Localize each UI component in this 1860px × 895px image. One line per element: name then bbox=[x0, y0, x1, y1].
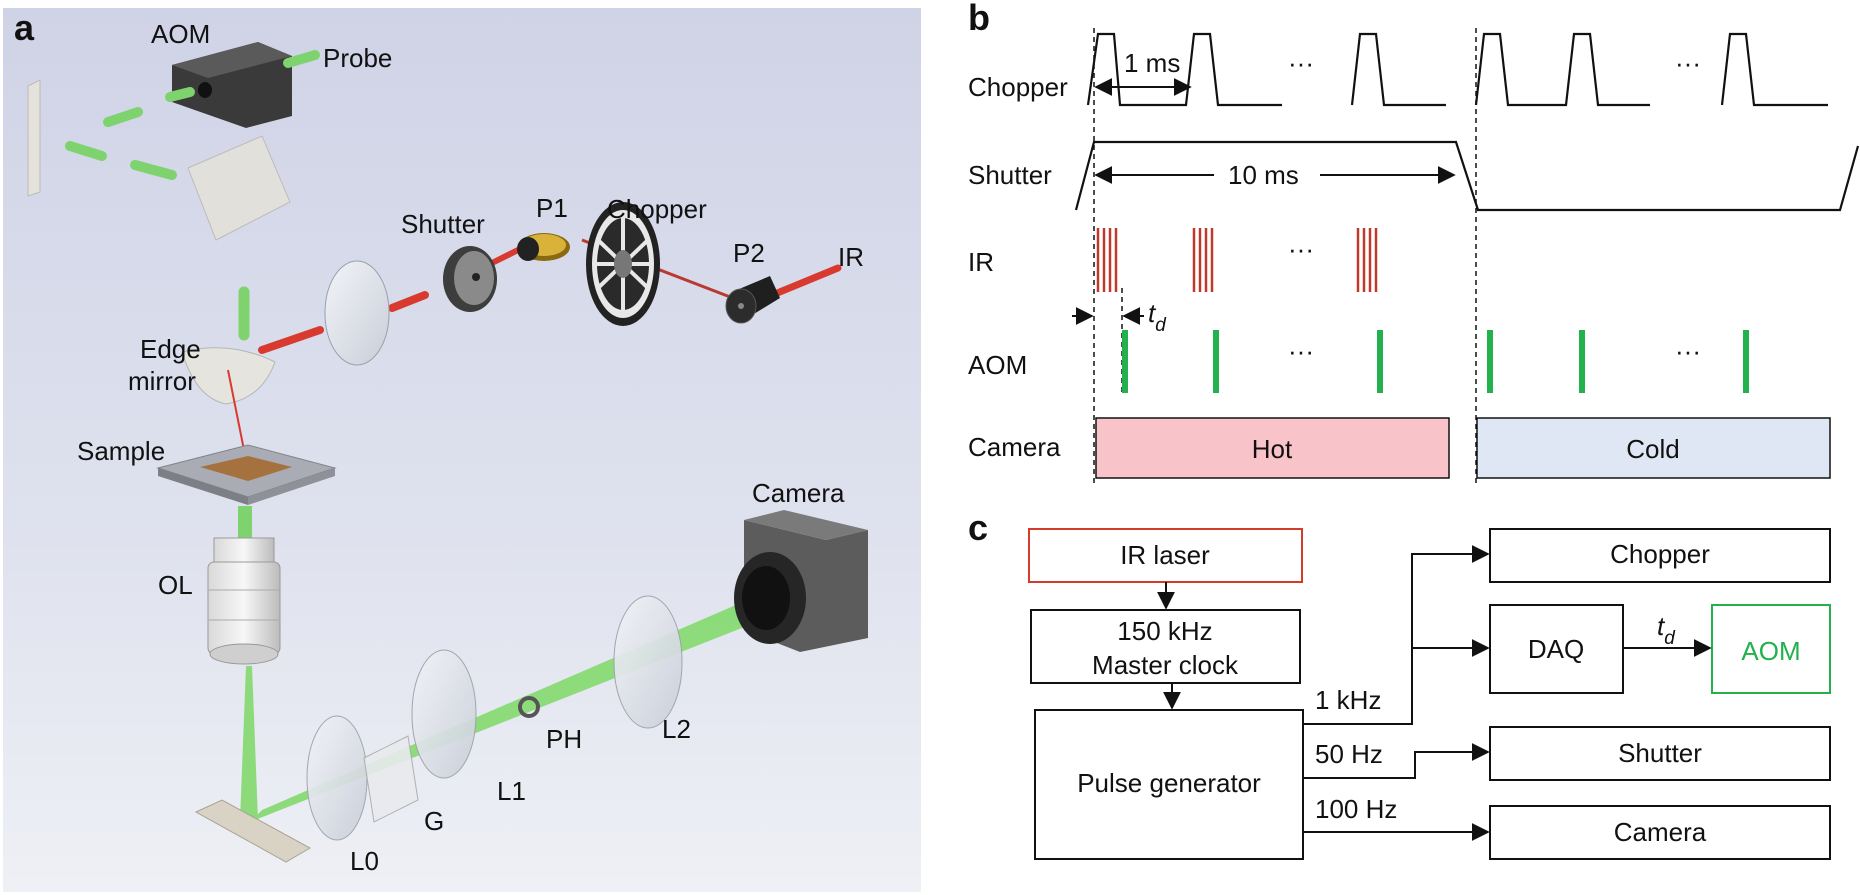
panel-a-label: a bbox=[14, 7, 35, 48]
label-edge: Edge bbox=[140, 334, 201, 364]
lens-l0 bbox=[306, 715, 368, 841]
aom-box-text: AOM bbox=[1741, 636, 1800, 666]
row-label-camera: Camera bbox=[968, 432, 1061, 462]
pinhole-ph bbox=[518, 696, 540, 718]
setup-labels: AOM Probe Shutter P1 Chopper P2 IR Edge … bbox=[77, 19, 864, 876]
shutter-device bbox=[443, 246, 497, 312]
label-ol: OL bbox=[158, 570, 193, 600]
period-label: 1 ms bbox=[1124, 48, 1180, 78]
chopper-waveform bbox=[1086, 32, 1828, 107]
shutter-waveform bbox=[1074, 140, 1860, 212]
label-sample: Sample bbox=[77, 436, 165, 466]
objective-lens bbox=[207, 506, 281, 665]
camera-box bbox=[1489, 805, 1831, 860]
ir-laser-text: IR laser bbox=[1120, 540, 1210, 570]
label-g: G bbox=[424, 806, 444, 836]
aom-crystal bbox=[172, 42, 292, 128]
label-ph: PH bbox=[546, 724, 582, 754]
label-chopper: Chopper bbox=[607, 194, 707, 224]
label-probe: Probe bbox=[323, 43, 392, 73]
delay-marker: td bbox=[1072, 288, 1167, 396]
window-label: 10 ms bbox=[1228, 160, 1299, 190]
probe-mirror-left bbox=[27, 79, 41, 197]
aom-ellipsis-1: ··· bbox=[1288, 336, 1314, 366]
ir-burst-2 bbox=[1192, 228, 1214, 292]
camera-window-cold-label: Cold bbox=[1626, 434, 1679, 464]
ir-pulses bbox=[1096, 228, 1378, 292]
ir-burst-1 bbox=[1096, 228, 1118, 292]
row-labels: Chopper Shutter IR AOM Camera bbox=[968, 72, 1068, 462]
chopper-box bbox=[1489, 528, 1831, 583]
camera-window-hot bbox=[1095, 417, 1450, 479]
label-l2: L2 bbox=[662, 714, 691, 744]
pulse-generator-box bbox=[1034, 709, 1304, 860]
label-mirror: mirror bbox=[128, 366, 196, 396]
label-camera-setup: Camera bbox=[752, 478, 845, 508]
label-l1: L1 bbox=[497, 776, 526, 806]
td-label: td bbox=[1657, 611, 1676, 649]
delay-label: td bbox=[1148, 298, 1167, 336]
ir-ellipsis: ··· bbox=[1288, 234, 1314, 264]
label-shutter: Shutter bbox=[401, 209, 485, 239]
connectors bbox=[1157, 545, 1712, 841]
camera-window-cold bbox=[1476, 417, 1831, 479]
row-label-aom: AOM bbox=[968, 350, 1027, 380]
line-1khz bbox=[1303, 545, 1490, 725]
chopper-wheel bbox=[586, 202, 660, 326]
edge-mirror bbox=[181, 347, 276, 451]
aom-pulses bbox=[1122, 330, 1749, 393]
chopper-box-text: Chopper bbox=[1610, 539, 1710, 569]
row-label-shutter: Shutter bbox=[968, 160, 1052, 190]
probe-beams bbox=[65, 50, 320, 180]
shutter-box-text: Shutter bbox=[1618, 738, 1702, 768]
master-clock-text-2: Master clock bbox=[1092, 650, 1239, 680]
camera-box-text: Camera bbox=[1614, 817, 1707, 847]
ir-lens bbox=[324, 260, 390, 366]
pulse-generator-text: Pulse generator bbox=[1077, 768, 1261, 798]
lens-l2 bbox=[613, 595, 683, 729]
label-p1: P1 bbox=[536, 193, 568, 223]
probe-mirror-diag bbox=[187, 135, 291, 241]
panel-c: c IR laser 150 kHz Master clock Pulse ge… bbox=[968, 507, 1831, 860]
master-clock-text-1: 150 kHz bbox=[1117, 616, 1212, 646]
camera-window-hot-label: Hot bbox=[1252, 434, 1293, 464]
p2-device bbox=[725, 276, 780, 324]
camera-body bbox=[734, 510, 868, 652]
line-50hz bbox=[1303, 743, 1490, 779]
master-clock-box bbox=[1030, 609, 1301, 684]
freq-100hz: 100 Hz bbox=[1315, 794, 1397, 824]
label-l0: L0 bbox=[350, 846, 379, 876]
aom-ellipsis-2: ··· bbox=[1675, 336, 1701, 366]
freq-1khz: 1 kHz bbox=[1315, 685, 1381, 715]
daq-box-text: DAQ bbox=[1528, 634, 1584, 664]
label-ir: IR bbox=[838, 242, 864, 272]
aom-box bbox=[1711, 604, 1831, 694]
lens-l1 bbox=[411, 649, 477, 779]
daq-box bbox=[1489, 604, 1624, 694]
chopper-ellipsis-2: ··· bbox=[1675, 48, 1701, 78]
p1-device bbox=[517, 233, 570, 261]
panel-b: b Chopper Shutter IR AOM Camera 1 ms ···… bbox=[968, 0, 1860, 484]
label-aom: AOM bbox=[151, 19, 210, 49]
panel-c-label: c bbox=[968, 507, 988, 548]
freq-50hz: 50 Hz bbox=[1315, 739, 1383, 769]
row-label-ir: IR bbox=[968, 247, 994, 277]
chopper-ellipsis-1: ··· bbox=[1288, 48, 1314, 78]
ir-burst-3 bbox=[1356, 228, 1378, 292]
fold-mirror bbox=[194, 799, 312, 863]
probe-optics bbox=[27, 42, 320, 341]
label-p2: P2 bbox=[733, 238, 765, 268]
panel-b-label: b bbox=[968, 0, 990, 38]
sample-stage bbox=[156, 444, 337, 505]
grating-g bbox=[363, 735, 419, 823]
panel-a: a bbox=[3, 7, 921, 892]
row-label-chopper: Chopper bbox=[968, 72, 1068, 102]
ir-laser-box bbox=[1028, 528, 1303, 583]
shutter-box bbox=[1489, 726, 1831, 781]
